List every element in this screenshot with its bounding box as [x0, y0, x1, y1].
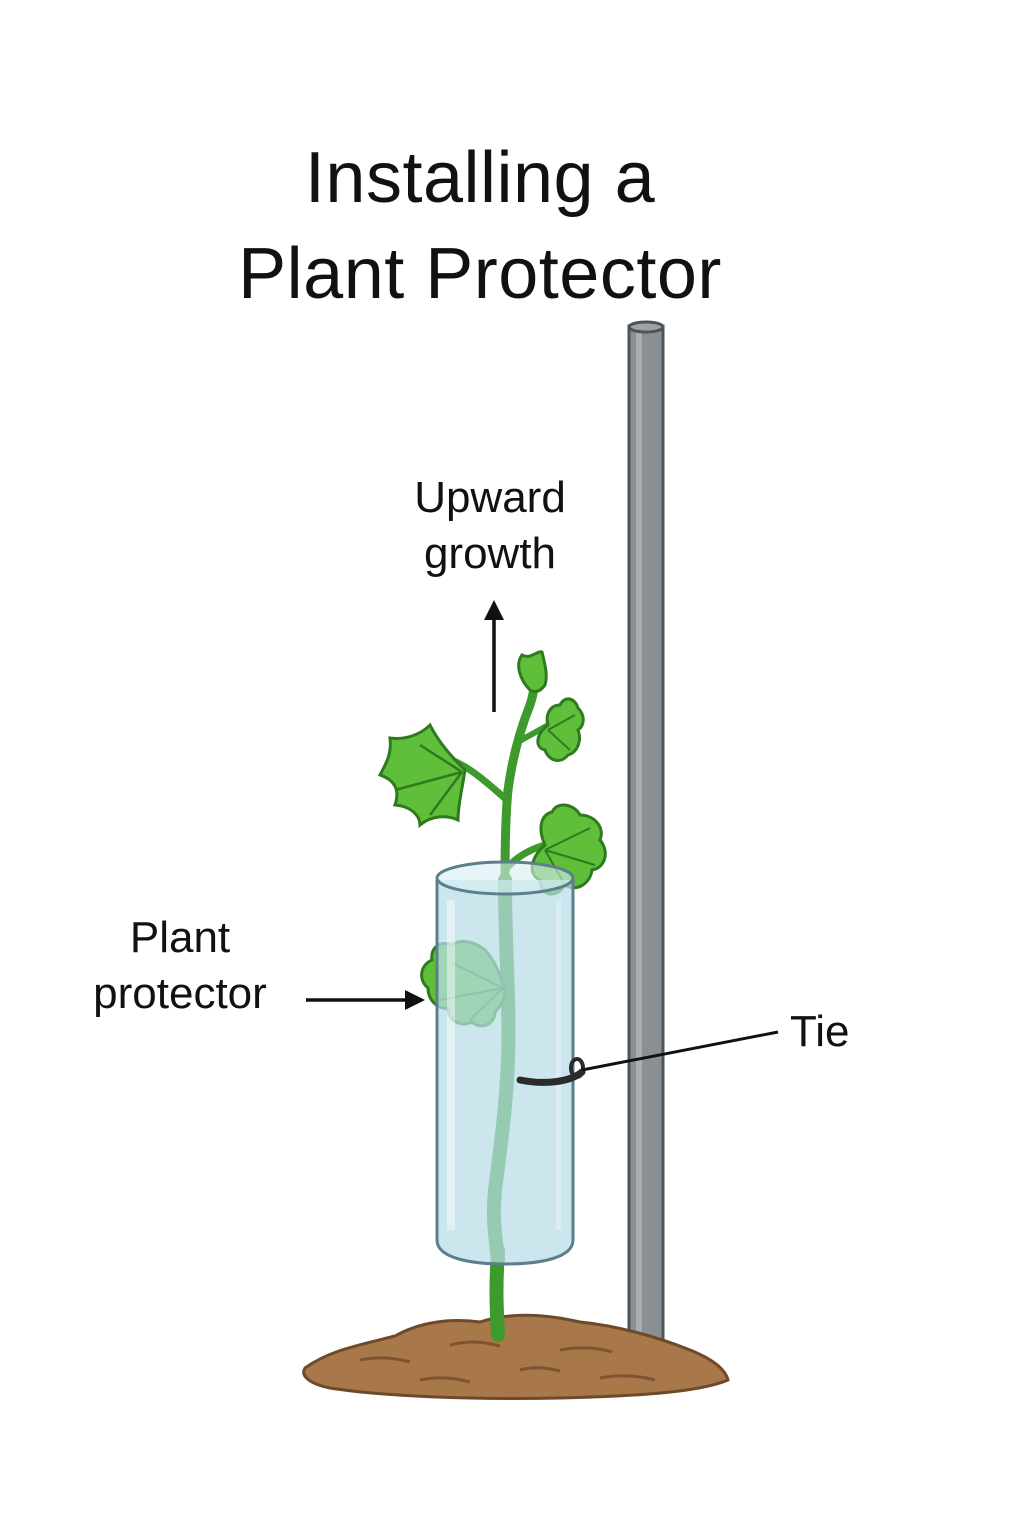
stake	[627, 320, 665, 1358]
diagram-title: Installing a Plant Protector	[0, 130, 960, 322]
label-protector-line-2: protector	[93, 969, 267, 1018]
label-tie: Tie	[790, 1007, 850, 1056]
plant-upper	[377, 650, 607, 896]
leaf	[377, 722, 467, 829]
leaf	[517, 650, 548, 694]
plant-protector-tube	[435, 860, 575, 1266]
leaf	[536, 697, 585, 762]
upward-arrow	[484, 600, 504, 712]
protector-arrow	[306, 990, 425, 1010]
tie-leader-line	[581, 1030, 779, 1072]
title-line-2: Plant Protector	[238, 234, 722, 314]
label-plant-protector: Plant protector	[60, 910, 300, 1022]
soil-mound	[302, 1313, 730, 1401]
title-line-1: Installing a	[304, 138, 656, 218]
label-protector-line-1: Plant	[129, 913, 231, 962]
label-upward-line-1: Upward	[414, 473, 566, 522]
label-upward-growth: Upward growth	[370, 470, 610, 582]
label-upward-line-2: growth	[423, 529, 557, 578]
tie-band	[516, 1057, 586, 1086]
